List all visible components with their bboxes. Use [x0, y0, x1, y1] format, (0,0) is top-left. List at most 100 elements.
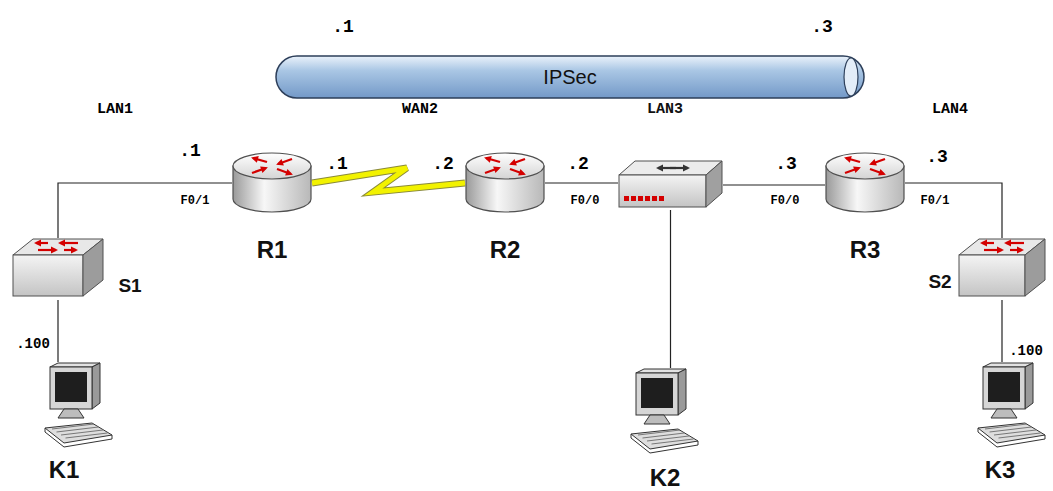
ethernet-link — [1002, 300, 1003, 362]
hub-arrow — [656, 165, 690, 172]
arrow-head — [878, 169, 886, 176]
interface-label: .1 — [326, 155, 348, 175]
tunnel-label: IPSec — [543, 66, 596, 88]
device-name: LAN3 — [647, 102, 683, 119]
monitor-stand — [991, 409, 1017, 418]
arrow-head — [51, 247, 58, 254]
monitor-front — [636, 373, 678, 415]
monitor-side — [678, 369, 686, 415]
router-icon — [232, 152, 312, 214]
router-arrows — [844, 156, 886, 176]
ethernet-link — [905, 183, 1002, 238]
cable — [670, 210, 671, 368]
monitor-screen — [641, 378, 673, 408]
router-arrows — [484, 156, 526, 176]
hub-icon — [618, 160, 723, 210]
device-name: S2 — [928, 272, 951, 293]
arrow-head — [251, 156, 259, 163]
monitor-stand — [58, 409, 84, 418]
switch-side — [1025, 239, 1045, 296]
hub-top — [619, 161, 722, 175]
arrow-head — [518, 169, 526, 176]
router-icon — [825, 152, 905, 214]
switch-side — [83, 239, 103, 296]
device-name: R3 — [850, 237, 881, 263]
arrow-head — [869, 159, 877, 166]
interface-label: .3 — [811, 18, 833, 38]
cable — [723, 184, 825, 185]
arrow-head — [997, 247, 1004, 254]
interface-label: LAN1 — [97, 102, 133, 119]
ethernet-link — [58, 183, 232, 238]
hub-side — [706, 161, 722, 207]
hub-front — [619, 175, 706, 207]
monitor-front — [50, 367, 92, 409]
hub-port — [645, 196, 650, 201]
computer-icon — [42, 362, 114, 450]
keyboard-edge — [631, 434, 698, 453]
switch-icon — [12, 238, 104, 300]
keyboard-keys — [638, 430, 694, 444]
device-name: K1 — [49, 457, 80, 483]
interface-label: F0/0 — [771, 195, 800, 208]
key-row — [999, 433, 1041, 438]
router-top — [233, 153, 311, 179]
arrow-head — [656, 165, 663, 172]
interface-label: .1 — [179, 142, 201, 162]
interface-label: WAN2 — [402, 102, 438, 119]
device-name: S1 — [118, 276, 141, 297]
router-top — [826, 153, 904, 179]
keyboard-edge — [45, 428, 112, 447]
switch-arrows — [980, 240, 1024, 254]
key-row — [66, 433, 108, 438]
arrow-head — [484, 156, 492, 163]
keyboard-keys — [52, 424, 108, 438]
monitor-side — [1025, 363, 1033, 409]
arrow-head — [493, 166, 501, 173]
monitor-screen — [988, 372, 1020, 402]
key-row — [652, 439, 694, 444]
interface-label: F0/0 — [571, 195, 600, 208]
router-top — [466, 153, 544, 179]
arrow-head — [34, 240, 41, 247]
interface-label: F0/1 — [181, 195, 210, 208]
interface-label: .2 — [567, 155, 589, 175]
interface-label: .2 — [432, 155, 454, 175]
device-name: R2 — [490, 237, 521, 263]
device-name: K2 — [650, 465, 681, 491]
arrow-head — [1017, 247, 1024, 254]
hub-ports — [624, 196, 664, 201]
ethernet-link — [545, 183, 618, 184]
hub-port — [624, 196, 629, 201]
arrow-head — [683, 165, 690, 172]
ethernet-link — [58, 300, 59, 362]
device-name: R1 — [257, 237, 288, 263]
interface-label: LAN4 — [932, 102, 968, 119]
switch: S2 — [958, 238, 1046, 300]
arrow-head — [71, 247, 78, 254]
keyboard-edge — [978, 428, 1045, 447]
arrow-head — [1004, 240, 1011, 247]
device-name: K3 — [985, 457, 1016, 483]
interface-label: .1 — [332, 18, 354, 38]
keyboard-keys — [985, 424, 1041, 438]
computer-icon — [628, 368, 700, 456]
interface-label: .100 — [1009, 344, 1043, 359]
cable — [58, 183, 232, 238]
monitor-front — [983, 367, 1025, 409]
computer: K3 — [975, 362, 1047, 450]
router: R3 — [825, 152, 905, 214]
switch-front — [959, 255, 1025, 296]
router: R1 — [232, 152, 312, 214]
switch: S1 — [12, 238, 104, 300]
arrow-head — [260, 166, 268, 173]
hub-port — [631, 196, 636, 201]
computer: K1 — [42, 362, 114, 450]
interface-label: F0/1 — [921, 195, 950, 208]
router-icon — [465, 152, 545, 214]
router-arrows — [251, 156, 293, 176]
arrow-head — [58, 240, 65, 247]
switch-front — [13, 255, 83, 296]
ipsec-tunnel: IPSec — [275, 55, 865, 99]
